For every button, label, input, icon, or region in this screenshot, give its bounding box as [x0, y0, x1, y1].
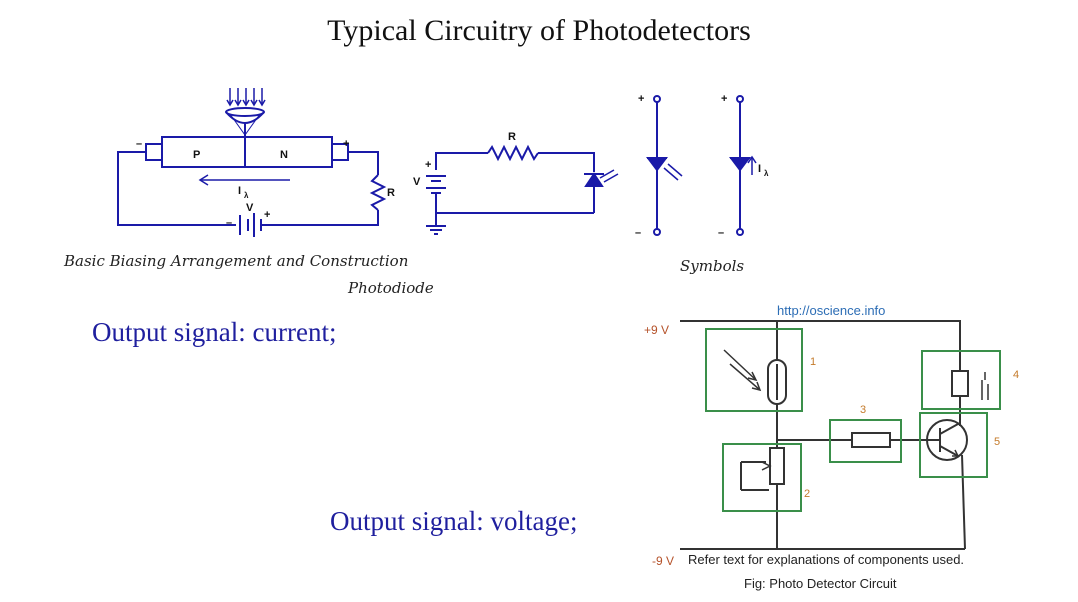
resistor-zigzag: [369, 174, 387, 211]
transistor-circle: [926, 419, 968, 461]
component-boxes: [705, 328, 1001, 512]
svg-text:λ: λ: [244, 191, 249, 200]
svg-text:V: V: [413, 176, 421, 188]
svg-text:–: –: [226, 217, 232, 229]
transistor-box: [919, 412, 988, 478]
component-number-5: 5: [994, 436, 1001, 448]
svg-text:+: +: [343, 138, 349, 150]
svg-text:–: –: [718, 227, 724, 239]
detector-circuit-wires: [680, 320, 966, 550]
symbol-photodiode-2: [729, 95, 757, 236]
component-number-4: 4: [1013, 369, 1020, 381]
page-title: Typical Circuitry of Photodetectors: [327, 14, 751, 47]
component-number-1: 1: [810, 356, 817, 368]
svg-text:–: –: [635, 227, 641, 239]
photodiode-symbol: [584, 172, 604, 187]
caption-symbols: Symbols: [680, 257, 745, 275]
svg-text:+: +: [425, 159, 431, 171]
source-url[interactable]: http://oscience.info: [777, 303, 886, 318]
indicator-resistor: [951, 370, 969, 397]
figure-caption: Fig: Photo Detector Circuit: [744, 576, 897, 591]
svg-text:I: I: [758, 163, 761, 175]
biasing-circuit: [117, 88, 387, 237]
svg-text:I: I: [238, 185, 241, 197]
plus-supply-label: +9 V: [644, 323, 670, 337]
svg-text:R: R: [508, 131, 516, 143]
svg-text:+: +: [638, 93, 644, 105]
biasing-labels: P N – + R V – + I λ: [136, 138, 395, 229]
svg-text:+: +: [721, 93, 727, 105]
caption-biasing: Basic Biasing Arrangement and Constructi…: [64, 252, 409, 270]
svg-text:R: R: [387, 187, 395, 199]
pot-body: [769, 447, 785, 485]
resistor-body: [851, 432, 891, 448]
output-current-label: Output signal: current;: [92, 317, 337, 347]
ldr-body: [767, 359, 787, 405]
pn-junction-body: [161, 136, 333, 168]
resistor-zigzag-2: [487, 144, 539, 162]
photodiode-circuit: [426, 144, 619, 235]
refer-note: Refer text for explanations of component…: [688, 552, 965, 567]
component-number-2: 2: [804, 488, 811, 500]
output-voltage-label: Output signal: voltage;: [330, 506, 578, 536]
indicator-box: [921, 350, 1001, 410]
svg-text:λ: λ: [764, 169, 769, 178]
photodiode-labels: R V +: [413, 131, 516, 188]
potentiometer-box: [722, 443, 802, 512]
svg-text:N: N: [280, 149, 288, 161]
svg-text:+: +: [264, 209, 270, 221]
caption-photodiode: Photodiode: [348, 279, 434, 297]
photoresistor-box: [705, 328, 803, 412]
detector-components: [723, 349, 989, 485]
incident-light-arrows: [226, 88, 266, 107]
svg-text:P: P: [193, 149, 200, 161]
symbol-photodiode-1: [646, 95, 683, 236]
minus-supply-label: -9 V: [652, 554, 675, 568]
component-number-3: 3: [860, 404, 867, 416]
svg-text:V: V: [246, 202, 254, 214]
symbols-labels: + + – – I λ: [635, 93, 769, 239]
resistor-box: [829, 419, 902, 463]
svg-text:–: –: [136, 138, 142, 150]
